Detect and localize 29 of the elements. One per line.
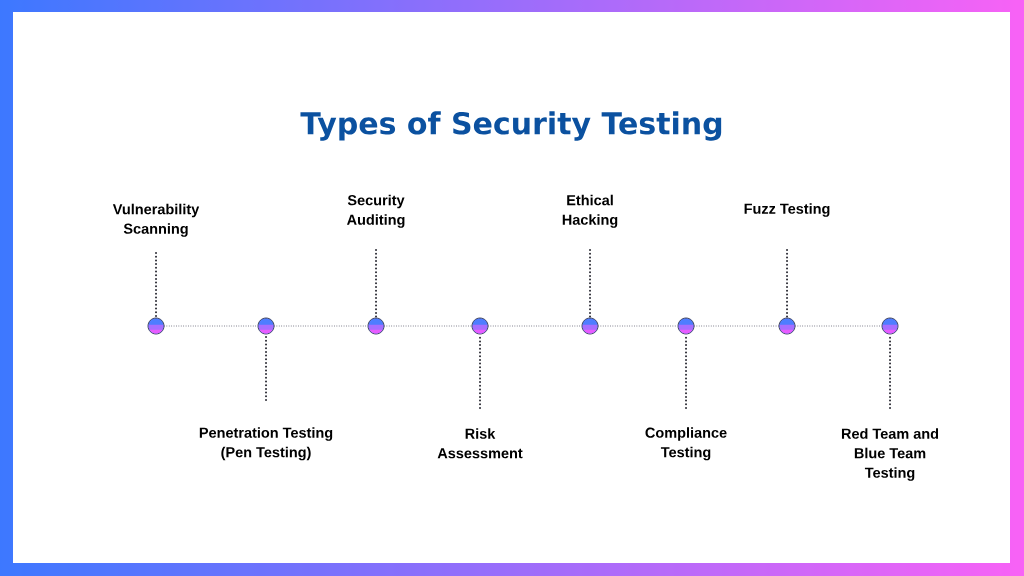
timeline-line xyxy=(164,325,258,327)
label-text: Penetration Testing (Pen Testing) xyxy=(199,427,333,461)
leader-line xyxy=(589,249,591,319)
timeline-line xyxy=(274,325,368,327)
timeline-dot xyxy=(581,317,599,335)
timeline-dot xyxy=(881,317,899,335)
leader-line xyxy=(375,249,377,319)
timeline-dot xyxy=(147,317,165,335)
timeline-line xyxy=(488,325,582,327)
timeline-dot xyxy=(367,317,385,335)
timeline-line xyxy=(598,325,678,327)
timeline-dot xyxy=(257,317,275,335)
leader-line xyxy=(265,333,267,401)
timeline-dot xyxy=(677,317,695,335)
timeline-line xyxy=(795,325,882,327)
leader-line xyxy=(786,249,788,319)
title: Types of Security Testing xyxy=(300,111,722,141)
timeline-dot xyxy=(778,317,796,335)
label-text: Red Team and Blue Team Testing xyxy=(841,428,939,481)
timeline-dot xyxy=(471,317,489,335)
label-text: Security Auditing xyxy=(346,194,405,228)
label-text: Vulnerability Scanning xyxy=(112,203,200,237)
label-text: Fuzz Testing xyxy=(744,203,830,217)
timeline-line xyxy=(694,325,779,327)
timeline-line xyxy=(384,325,472,327)
label-text: Compliance Testing xyxy=(645,427,727,461)
label-text: Ethical Hacking xyxy=(562,194,618,228)
label-text: Risk Assessment xyxy=(437,428,523,459)
leader-line xyxy=(155,252,157,319)
